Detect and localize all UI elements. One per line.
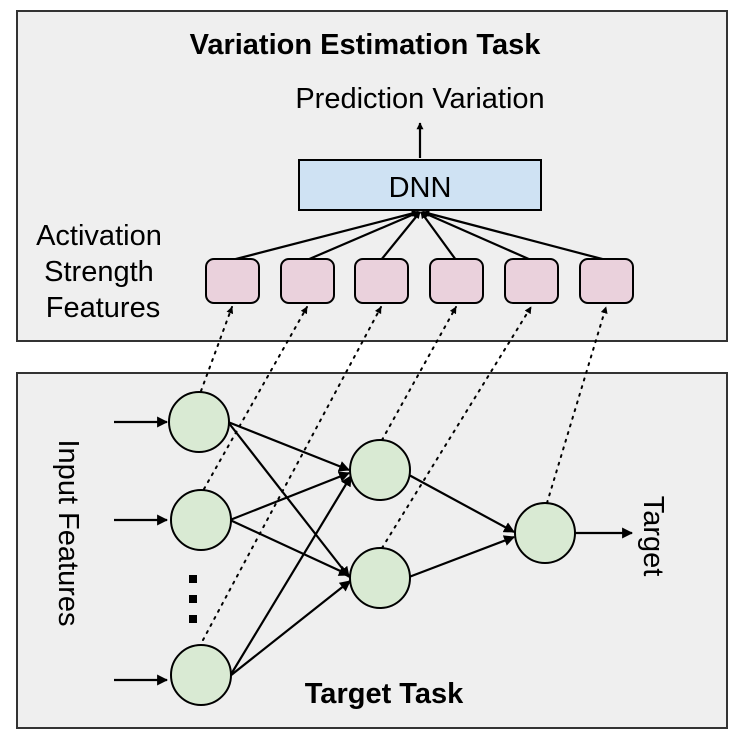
dnn-label: DNN [389, 172, 452, 204]
activation-feature-boxes [205, 258, 634, 304]
edge-in1-h1 [227, 420, 351, 472]
ellipsis-dot-1 [189, 575, 197, 583]
edge-in1-h2 [227, 421, 350, 578]
activation-link-2 [203, 306, 308, 490]
edge-h2-out [408, 535, 516, 579]
input-neuron-2 [170, 489, 232, 551]
input-neuron-3 [170, 644, 232, 706]
activation-feature-5 [504, 258, 559, 304]
feature-1-arrow [231, 210, 419, 262]
feature-6-arrow [422, 210, 607, 262]
edge-in2-h2 [229, 519, 350, 576]
activation-strength-features-label: Activation Strength Features [36, 220, 170, 324]
activation-feature-1 [205, 258, 260, 304]
dnn-box [298, 159, 542, 211]
activation-feature-6 [579, 258, 634, 304]
ellipsis-dot-3 [189, 615, 197, 623]
feature-to-dnn-arrows [231, 210, 607, 262]
edge-in3-h2 [229, 580, 351, 677]
network-edges [227, 420, 634, 677]
features-label-line-3: Features [46, 292, 160, 324]
input-neuron-1 [168, 391, 230, 453]
activation-link-6 [546, 306, 608, 504]
features-label-line-1: Activation [36, 220, 162, 252]
activation-link-4 [381, 306, 457, 441]
activation-link-5 [381, 306, 532, 549]
hidden-neuron-2 [349, 547, 411, 609]
activation-link-3 [202, 306, 382, 641]
feature-2-arrow [306, 210, 420, 262]
edge-h1-out [408, 474, 515, 533]
feature-3-arrow [380, 211, 421, 261]
activation-feature-2 [280, 258, 335, 304]
variation-estimation-title: Variation Estimation Task [190, 29, 542, 61]
ellipsis-dot-2 [189, 595, 197, 603]
neurons [168, 391, 576, 706]
target-task-title: Target Task [305, 678, 464, 710]
edge-in2-h1 [229, 471, 351, 522]
activation-links [200, 306, 608, 641]
activation-feature-3 [354, 258, 409, 304]
input-ellipsis [189, 575, 197, 623]
prediction-variation-label: Prediction Variation [295, 83, 544, 115]
output-neuron [514, 502, 576, 564]
input-arrows [114, 416, 169, 686]
activation-feature-4 [429, 258, 484, 304]
edge-in3-h1 [229, 475, 352, 677]
features-label-line-2: Strength [44, 256, 154, 288]
target-label: Target [637, 496, 669, 577]
activation-link-1 [200, 306, 234, 392]
hidden-neuron-1 [349, 439, 411, 501]
input-features-label: Input Features [52, 440, 84, 627]
feature-4-arrow [420, 211, 457, 261]
feature-5-arrow [421, 210, 532, 262]
